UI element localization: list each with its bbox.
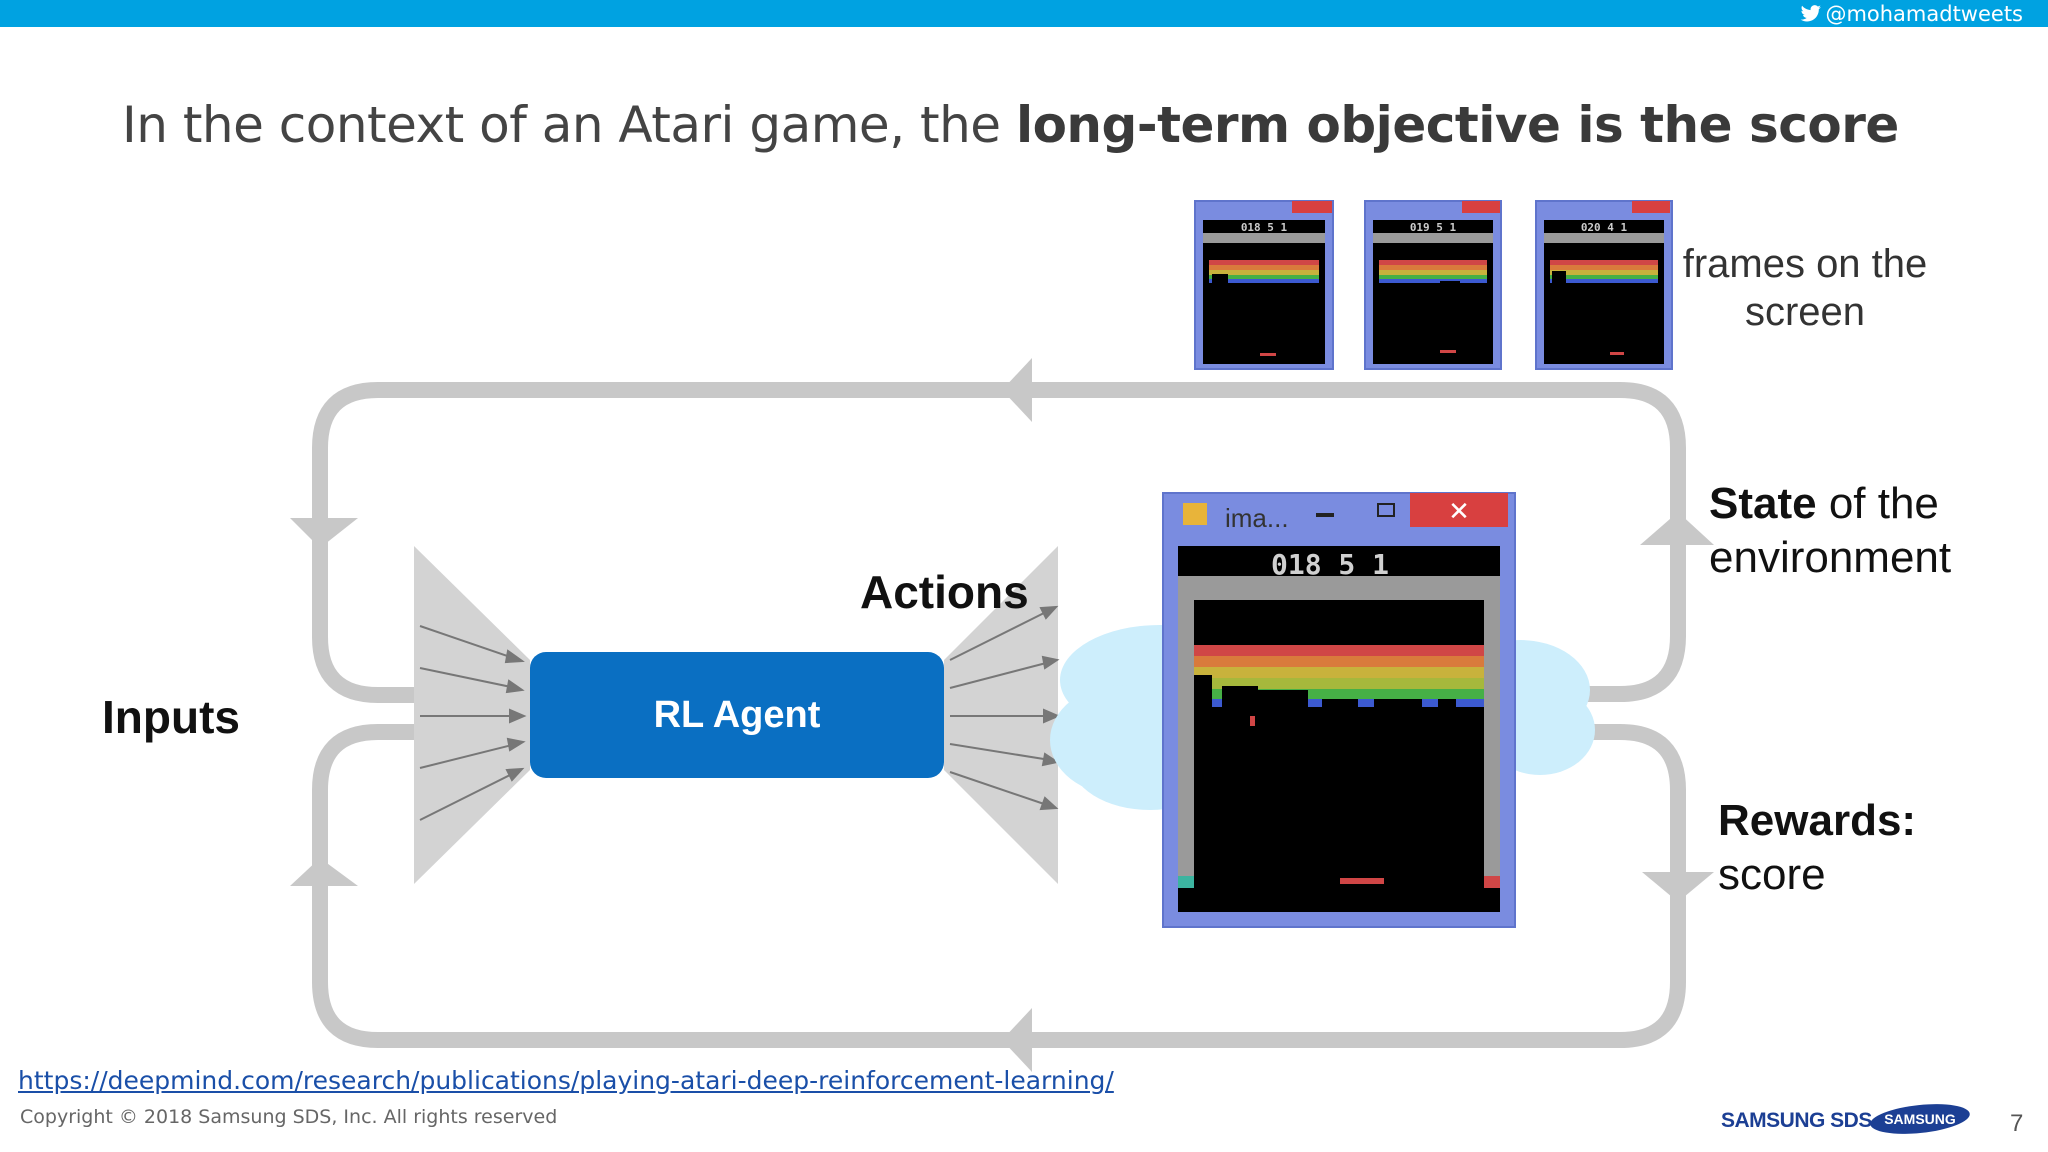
game-window: ✕ ima... 018 5 1 bbox=[1162, 492, 1516, 928]
twitter-bird-icon bbox=[1801, 4, 1822, 21]
lower-feedback-loop bbox=[312, 724, 1686, 1048]
title-emphasis: long-term objective is the score bbox=[1015, 96, 1899, 154]
frame-thumbnail-2: 019 5 1 bbox=[1364, 200, 1502, 370]
samsung-logo-text: SAMSUNG bbox=[1884, 1111, 1956, 1127]
bottom-left-arrowhead bbox=[1002, 1008, 1032, 1072]
rewards-label: Rewards: score bbox=[1718, 794, 1916, 902]
rewards-bold: Rewards: bbox=[1718, 796, 1917, 845]
inputs-label: Inputs bbox=[102, 691, 240, 743]
game-score: 018 5 1 bbox=[1271, 548, 1389, 581]
close-icon: ✕ bbox=[1448, 496, 1470, 526]
top-left-arrowhead bbox=[1002, 358, 1032, 422]
rl-agent-box: RL Agent bbox=[530, 652, 944, 778]
samsung-sds-logo: SAMSUNG SDS bbox=[1721, 1109, 1872, 1132]
frames-caption: frames on the screen bbox=[1682, 242, 1928, 334]
top-bar bbox=[0, 0, 2048, 27]
state-rest: of the bbox=[1816, 479, 1939, 528]
minimize-icon bbox=[1316, 513, 1334, 517]
state-label: State of the environment bbox=[1709, 477, 1951, 585]
deepmind-reference-link[interactable]: https://deepmind.com/research/publicatio… bbox=[18, 1066, 1114, 1095]
actions-label: Actions bbox=[860, 566, 1029, 618]
thumb1-score: 018 5 1 bbox=[1241, 221, 1288, 234]
state-bold: State bbox=[1709, 479, 1817, 528]
rl-agent-label: RL Agent bbox=[653, 693, 821, 736]
page-number: 7 bbox=[2010, 1110, 2024, 1137]
twitter-handle-text: @mohamadtweets bbox=[1825, 1, 2023, 26]
right-down-arrowhead bbox=[1642, 872, 1714, 902]
right-up-arrowhead bbox=[1640, 512, 1714, 545]
twitter-handle[interactable]: @mohamadtweets bbox=[1800, 0, 2023, 27]
thumb3-score: 020 4 1 bbox=[1581, 221, 1628, 234]
left-up-arrowhead bbox=[290, 858, 358, 886]
samsung-logo-icon: SAMSUNG bbox=[1870, 1104, 1970, 1134]
frame-thumbnail-3: 020 4 1 bbox=[1535, 200, 1673, 370]
rewards-line2: score bbox=[1718, 850, 1826, 899]
copyright-text: Copyright © 2018 Samsung SDS, Inc. All r… bbox=[20, 1106, 558, 1128]
game-window-title: ima... bbox=[1225, 503, 1289, 533]
app-icon bbox=[1183, 503, 1207, 525]
maximize-icon bbox=[1377, 503, 1395, 517]
slide-title: In the context of an Atari game, the lon… bbox=[122, 96, 1899, 154]
thumb2-score: 019 5 1 bbox=[1410, 221, 1457, 234]
upper-feedback-loop bbox=[312, 382, 1686, 703]
frame-thumbnail-1: 018 5 1 bbox=[1194, 200, 1334, 370]
left-down-arrowhead bbox=[290, 518, 358, 548]
state-line2: environment bbox=[1709, 533, 1952, 582]
title-lead: In the context of an Atari game, the bbox=[122, 96, 1016, 154]
